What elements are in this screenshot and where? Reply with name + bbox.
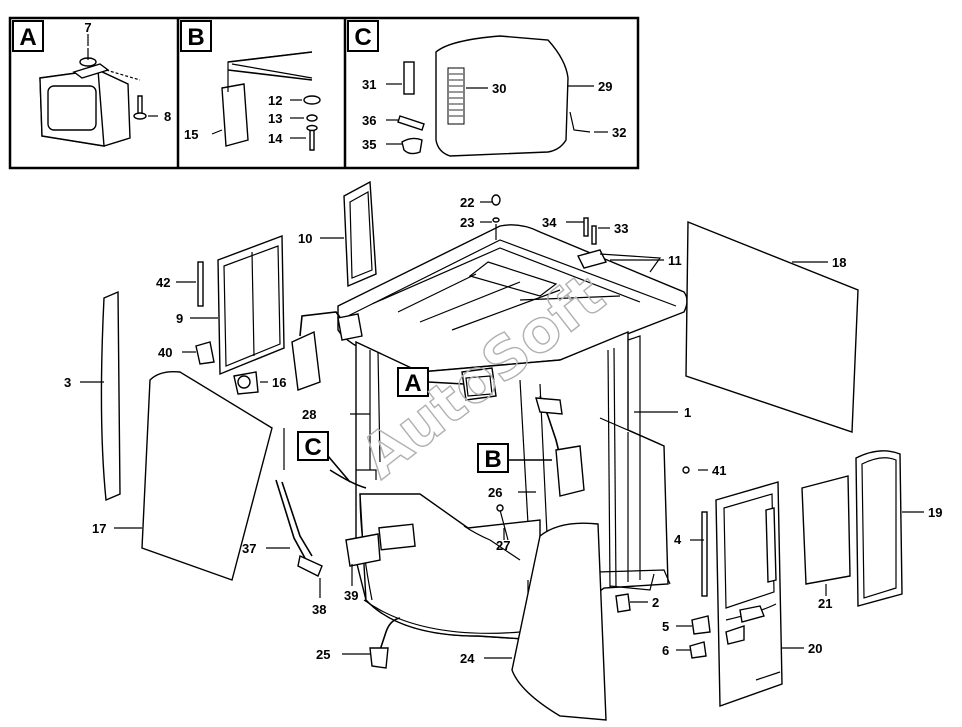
side-window-frame bbox=[195, 234, 285, 395]
label-7: 7 bbox=[84, 20, 91, 35]
svg-text:A: A bbox=[19, 24, 36, 51]
front-glass-24 bbox=[511, 522, 607, 721]
label-23: 23 bbox=[460, 215, 474, 230]
label-15: 15 bbox=[184, 127, 198, 142]
svg-text:C: C bbox=[304, 434, 321, 461]
label-25: 25 bbox=[316, 647, 330, 662]
inset-a-label: A bbox=[12, 20, 44, 52]
label-10: 10 bbox=[298, 231, 312, 246]
label-40: 40 bbox=[158, 345, 172, 360]
label-9: 9 bbox=[176, 311, 183, 326]
inset-c-label: C bbox=[347, 20, 379, 52]
left-mirror bbox=[291, 311, 363, 391]
label-8: 8 bbox=[164, 109, 171, 124]
label-2: 2 bbox=[652, 595, 659, 610]
label-27: 27 bbox=[496, 538, 510, 553]
label-17: 17 bbox=[92, 521, 106, 536]
inset-b-label: B bbox=[180, 20, 212, 52]
rear-glass-18 bbox=[685, 220, 859, 433]
label-33: 33 bbox=[614, 221, 628, 236]
label-29: 29 bbox=[598, 79, 612, 94]
callout-a: A bbox=[397, 367, 465, 397]
label-24: 24 bbox=[460, 651, 475, 666]
label-31: 31 bbox=[362, 77, 376, 92]
inset-panels: A B C bbox=[8, 16, 640, 170]
label-19: 19 bbox=[928, 505, 942, 520]
door-20 bbox=[715, 481, 783, 707]
label-34: 34 bbox=[542, 215, 557, 230]
label-26: 26 bbox=[488, 485, 502, 500]
svg-text:A: A bbox=[404, 370, 421, 397]
label-18: 18 bbox=[832, 255, 846, 270]
inset-c-sunvisor bbox=[386, 35, 608, 157]
svg-text:B: B bbox=[484, 446, 501, 473]
door-glass-19 bbox=[855, 450, 903, 607]
label-38: 38 bbox=[312, 602, 326, 617]
part-number-labels: 7 8 15 12 13 14 31 36 35 30 29 32 1 2 3 … bbox=[64, 20, 942, 666]
label-37: 37 bbox=[242, 541, 256, 556]
label-12: 12 bbox=[268, 93, 282, 108]
callout-c: C bbox=[297, 431, 351, 483]
svg-text:B: B bbox=[187, 24, 204, 51]
label-4: 4 bbox=[674, 532, 682, 547]
label-21: 21 bbox=[818, 596, 832, 611]
inset-b-mirror bbox=[211, 51, 321, 151]
label-6: 6 bbox=[662, 643, 669, 658]
label-32: 32 bbox=[612, 125, 626, 140]
label-30: 30 bbox=[492, 81, 506, 96]
leader-lines bbox=[80, 201, 924, 659]
callout-b: B bbox=[477, 443, 552, 473]
label-42: 42 bbox=[156, 275, 170, 290]
label-11: 11 bbox=[668, 253, 682, 268]
label-35: 35 bbox=[362, 137, 376, 152]
label-5: 5 bbox=[662, 619, 669, 634]
label-14: 14 bbox=[268, 131, 283, 146]
label-39: 39 bbox=[344, 588, 358, 603]
label-22: 22 bbox=[460, 195, 474, 210]
roof-knob-22 bbox=[491, 194, 501, 206]
left-glass-17 bbox=[141, 370, 273, 581]
wiper-37 bbox=[275, 428, 323, 577]
inset-a-work-lamp bbox=[39, 34, 158, 147]
door-glass-21 bbox=[801, 475, 851, 585]
label-36: 36 bbox=[362, 113, 376, 128]
label-20: 20 bbox=[808, 641, 822, 656]
label-16: 16 bbox=[272, 375, 286, 390]
svg-text:C: C bbox=[354, 24, 371, 51]
left-glass-3 bbox=[100, 290, 121, 502]
label-1: 1 bbox=[684, 405, 691, 420]
label-13: 13 bbox=[268, 111, 282, 126]
label-41: 41 bbox=[712, 463, 726, 478]
label-28: 28 bbox=[302, 407, 316, 422]
right-mirror bbox=[535, 395, 585, 497]
label-3: 3 bbox=[64, 375, 71, 390]
